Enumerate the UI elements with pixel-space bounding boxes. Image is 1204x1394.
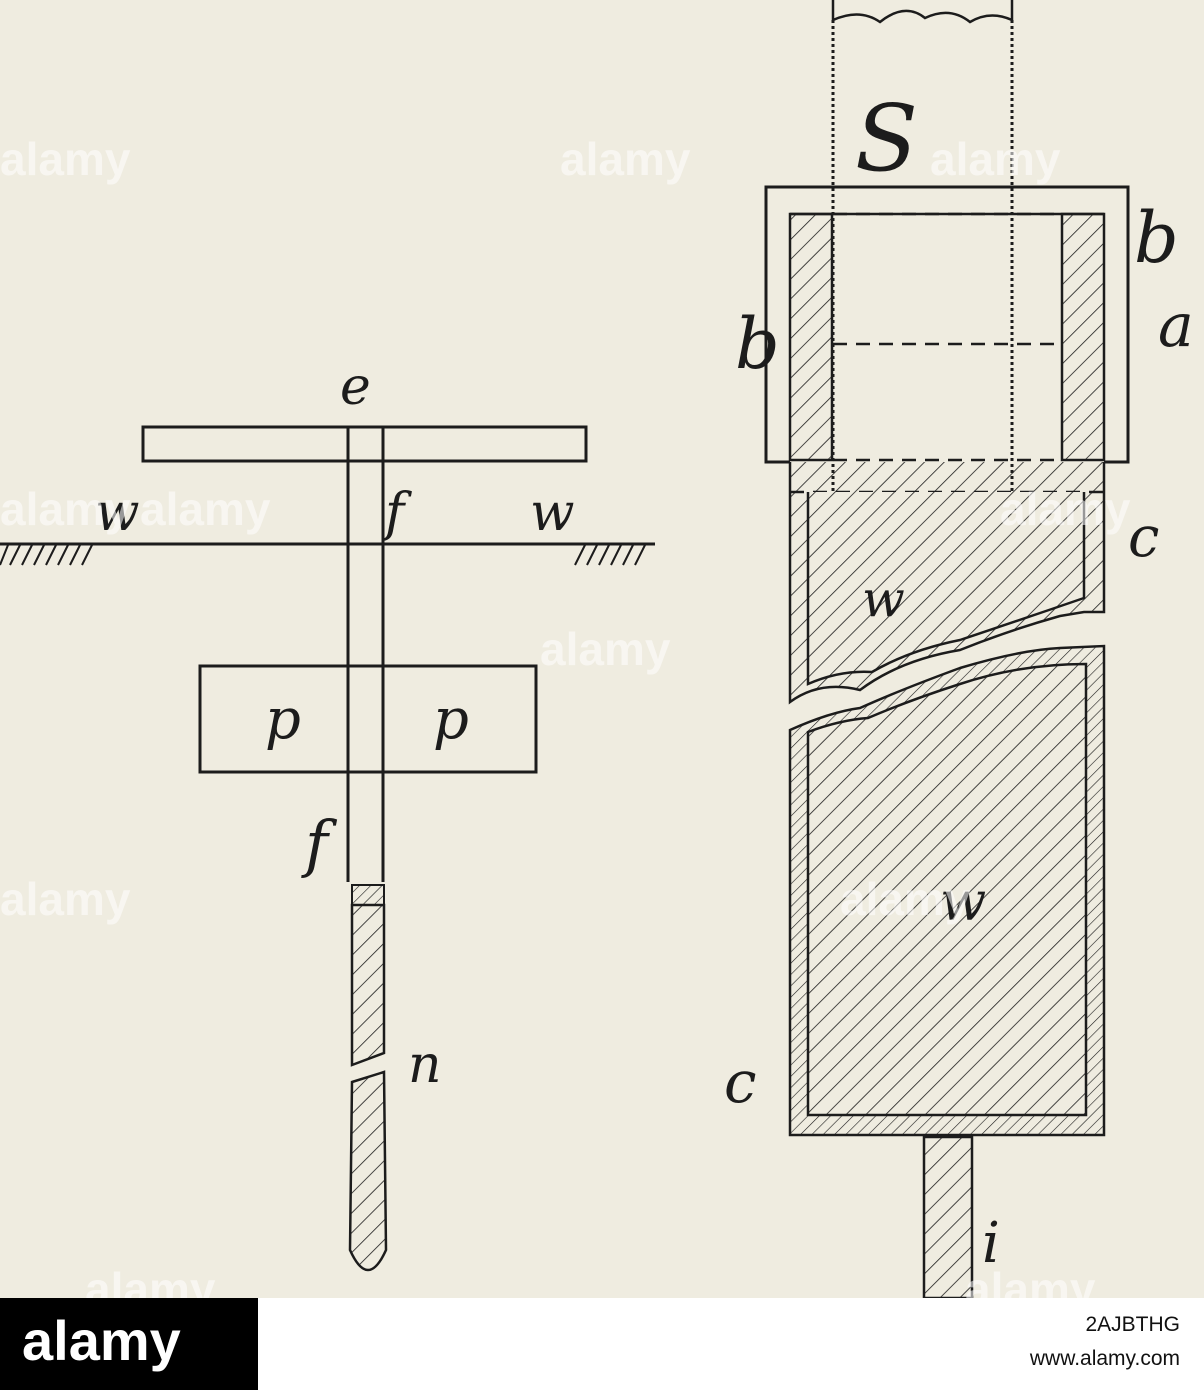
label-c-lower: c: [724, 1048, 756, 1116]
wood-lower: [806, 662, 1088, 1117]
stem: [922, 1135, 974, 1298]
wall-hatch-right: [574, 544, 646, 566]
label-n: n: [408, 1035, 442, 1095]
logo-text: alamy: [22, 1309, 181, 1372]
watermark: alamy: [0, 483, 131, 535]
watermark: alamy: [840, 873, 971, 925]
watermark: alamy: [540, 623, 671, 675]
wall-hatch-left: [0, 544, 93, 566]
footer-info: 2AJBTHG www.alamy.com: [1030, 1308, 1180, 1376]
wood-upper: [806, 492, 1086, 686]
plate-block: [198, 664, 538, 774]
right-apparatus: [764, 0, 1130, 1298]
watermark: alamy: [0, 873, 131, 925]
watermark: alamy: [140, 483, 271, 535]
crossbar: [141, 425, 588, 463]
watermark-layer: alamy alamy alamy alamy alamy alamy alam…: [0, 133, 1131, 1298]
rod-band: [351, 884, 385, 906]
label-w-wall-left: w: [95, 483, 140, 543]
diagram-figure: e f w w p p f n S b b a c w w c i alamy …: [0, 0, 1204, 1298]
watermark: alamy: [1000, 483, 1131, 535]
watermark: alamy: [560, 133, 691, 185]
image-id: 2AJBTHG: [1085, 1313, 1180, 1336]
alamy-logo-mark: alamy: [22, 1309, 181, 1372]
watermark: alamy: [0, 133, 131, 185]
label-b-left: b: [735, 303, 780, 385]
rod-tip-segment: [348, 1070, 388, 1272]
watermark: alamy: [930, 133, 1061, 185]
dashed-lines: [790, 212, 1104, 494]
label-S: S: [855, 85, 918, 192]
label-p-left: p: [265, 687, 301, 752]
label-p-right: p: [433, 687, 469, 752]
watermark: alamy: [85, 1263, 216, 1298]
label-b-right: b: [1134, 197, 1179, 279]
label-i: i: [982, 1211, 1000, 1276]
label-e: e: [340, 357, 371, 417]
label-a: a: [1158, 291, 1194, 361]
diagram-labels: e f w w p p f n S b b a c w w c i: [95, 85, 1194, 1276]
bush-left: [788, 212, 834, 462]
rod-lower-segment: [350, 903, 386, 1067]
label-f-upper: f: [381, 483, 412, 543]
footer-bar: alamy 2AJBTHG www.alamy.com: [0, 1298, 1204, 1390]
collar-outline: [764, 185, 1130, 464]
bush-right: [1060, 212, 1106, 462]
label-c-upper: c: [1128, 505, 1159, 570]
left-apparatus: [0, 425, 655, 1272]
watermark: alamy: [965, 1263, 1096, 1298]
label-f-lower: f: [301, 807, 338, 880]
label-w-lower: w: [940, 870, 986, 933]
label-w-wall-right: w: [530, 483, 575, 543]
alamy-logo: alamy: [0, 1298, 258, 1390]
shaft-break: [831, 0, 1014, 24]
label-w-upper: w: [862, 570, 905, 628]
site-url: www.alamy.com: [1029, 1347, 1180, 1370]
diagram-svg: e f w w p p f n S b b a c w w c i alamy …: [0, 0, 1194, 1298]
